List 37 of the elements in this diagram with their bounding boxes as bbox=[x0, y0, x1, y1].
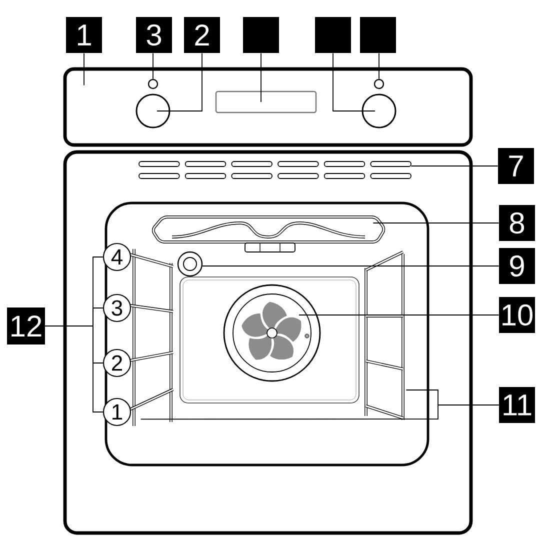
callout-number: 3 bbox=[136, 17, 172, 53]
shelf-runner bbox=[364, 250, 404, 420]
control-panel bbox=[63, 67, 473, 147]
fan-cover bbox=[223, 284, 321, 382]
indicator-light bbox=[148, 78, 158, 90]
indicator-light bbox=[374, 78, 384, 90]
callout-number: 10 bbox=[499, 297, 535, 333]
leader-line bbox=[406, 390, 500, 406]
callout-number: 9 bbox=[499, 248, 535, 284]
leader-line bbox=[156, 52, 202, 112]
callout-number: 11 bbox=[499, 387, 535, 423]
shelf-level-number: 4 bbox=[102, 242, 132, 272]
control-knob bbox=[136, 94, 170, 128]
shelf-level-number: 2 bbox=[102, 348, 132, 378]
callout-number: 8 bbox=[499, 205, 535, 241]
callout-square bbox=[360, 17, 396, 53]
vent-grille bbox=[138, 161, 412, 179]
callout-square bbox=[243, 17, 279, 53]
leader-line bbox=[372, 222, 500, 224]
leader-line bbox=[260, 52, 262, 102]
callout-number: 1 bbox=[66, 17, 102, 53]
oven-lamp bbox=[177, 251, 203, 277]
leader-line bbox=[378, 52, 380, 80]
callout-square bbox=[315, 17, 351, 53]
shelf-level-number: 1 bbox=[102, 398, 132, 426]
shelf-runner bbox=[129, 249, 174, 426]
leader-line bbox=[152, 52, 154, 80]
grill-element bbox=[152, 216, 386, 252]
callout-number: 2 bbox=[184, 17, 220, 53]
display-window bbox=[215, 90, 317, 114]
leader-line bbox=[44, 326, 104, 412]
shelf-level-number: 3 bbox=[102, 294, 132, 322]
callout-number: 7 bbox=[498, 148, 534, 184]
leader-line bbox=[298, 314, 500, 316]
control-knob bbox=[362, 94, 396, 128]
leader-line bbox=[332, 52, 376, 112]
callout-number: 12 bbox=[7, 308, 45, 344]
